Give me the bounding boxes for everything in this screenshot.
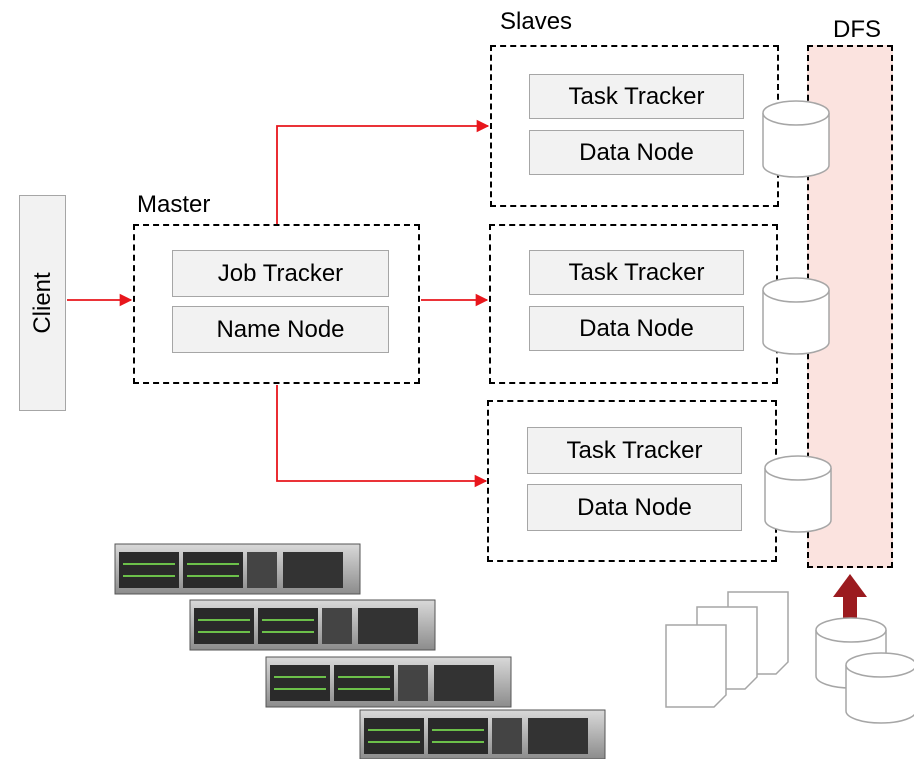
data-node-box-2: Data Node bbox=[529, 306, 744, 351]
document-stack-icon bbox=[665, 591, 789, 708]
task-tracker-box-3: Task Tracker bbox=[527, 427, 742, 474]
arrow-master-to-slave-3 bbox=[276, 385, 488, 488]
server-rack-icon bbox=[359, 709, 606, 759]
server-rack-icon bbox=[189, 599, 436, 651]
task-tracker-box-1: Task Tracker bbox=[529, 74, 744, 119]
name-node-box: Name Node bbox=[172, 306, 389, 353]
arrow-master-to-slave-1 bbox=[276, 119, 490, 224]
slave-container-1 bbox=[490, 45, 779, 207]
slaves-title: Slaves bbox=[500, 8, 573, 35]
server-rack-icon bbox=[114, 543, 361, 595]
task-tracker-box-2: Task Tracker bbox=[529, 250, 744, 295]
job-tracker-box: Job Tracker bbox=[172, 250, 389, 297]
database-icon bbox=[762, 100, 830, 178]
database-icon bbox=[845, 652, 914, 724]
data-node-box-1: Data Node bbox=[529, 130, 744, 175]
connection-arrows bbox=[67, 119, 490, 488]
database-icon bbox=[764, 455, 832, 533]
data-node-box-3: Data Node bbox=[527, 484, 742, 531]
client-box: Client bbox=[19, 195, 66, 411]
server-rack-icon bbox=[265, 656, 512, 708]
database-icon bbox=[762, 277, 830, 355]
dfs-title: DFS bbox=[833, 16, 881, 43]
master-title: Master bbox=[137, 191, 211, 218]
